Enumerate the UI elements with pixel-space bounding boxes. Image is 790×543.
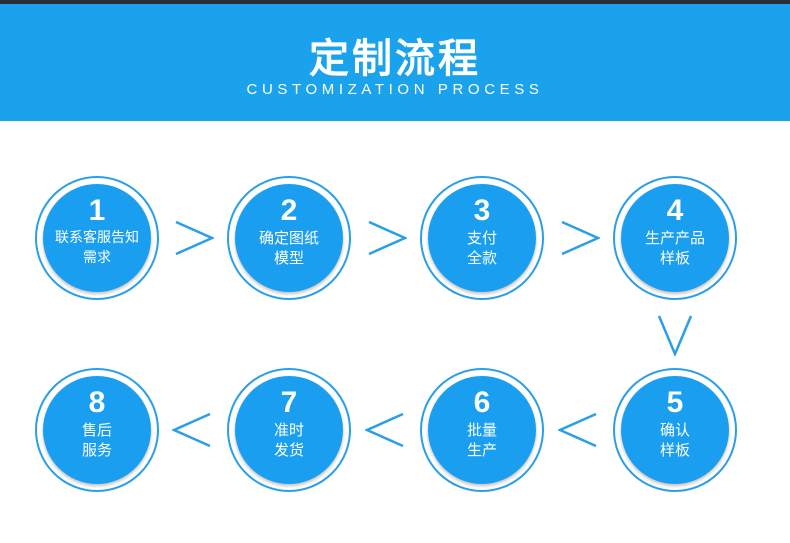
step-5-label: 确认 样板 bbox=[659, 421, 690, 459]
step-1-circle: 1 联系客服告知 需求 bbox=[43, 184, 151, 292]
page-title: 定制流程 bbox=[309, 36, 481, 82]
step-3: 3 支付 全款 bbox=[420, 176, 544, 300]
step-6-label: 批量 生产 bbox=[466, 421, 497, 459]
arrow-right-icon bbox=[174, 218, 214, 258]
step-7: 7 准时 发货 bbox=[227, 368, 351, 492]
header-banner: 定制流程 CUSTOMIZATION PROCESS bbox=[0, 4, 790, 121]
step-3-number: 3 bbox=[473, 194, 491, 227]
arrow-left-icon bbox=[558, 410, 598, 450]
step-3-circle: 3 支付 全款 bbox=[428, 184, 536, 292]
step-5-circle: 5 确认 样板 bbox=[621, 376, 729, 484]
step-7-label: 准时 发货 bbox=[273, 421, 304, 459]
step-4: 4 生产产品 样板 bbox=[613, 176, 737, 300]
step-7-circle: 7 准时 发货 bbox=[235, 376, 343, 484]
arrow-left-icon bbox=[365, 410, 405, 450]
arrow-left-icon bbox=[172, 410, 212, 450]
step-4-number: 4 bbox=[666, 194, 684, 227]
top-bar bbox=[0, 0, 790, 4]
step-8-number: 8 bbox=[88, 386, 106, 419]
step-2-circle: 2 确定图纸 模型 bbox=[235, 184, 343, 292]
step-3-label: 支付 全款 bbox=[466, 229, 497, 267]
arrow-down-icon bbox=[655, 314, 695, 356]
step-1: 1 联系客服告知 需求 bbox=[35, 176, 159, 300]
arrow-right-icon bbox=[560, 218, 600, 258]
step-7-number: 7 bbox=[280, 386, 298, 419]
step-8-label: 售后 服务 bbox=[81, 421, 112, 459]
step-4-circle: 4 生产产品 样板 bbox=[621, 184, 729, 292]
step-8-circle: 8 售后 服务 bbox=[43, 376, 151, 484]
step-6-number: 6 bbox=[473, 386, 491, 419]
step-1-label: 联系客服告知 需求 bbox=[55, 230, 139, 266]
step-4-label: 生产产品 样板 bbox=[644, 229, 705, 267]
step-2-label: 确定图纸 模型 bbox=[258, 229, 319, 267]
step-6-circle: 6 批量 生产 bbox=[428, 376, 536, 484]
page-subtitle: CUSTOMIZATION PROCESS bbox=[246, 81, 544, 98]
arrow-right-icon bbox=[367, 218, 407, 258]
step-1-number: 1 bbox=[88, 194, 106, 227]
step-8: 8 售后 服务 bbox=[35, 368, 159, 492]
step-2-number: 2 bbox=[280, 194, 298, 227]
step-5-number: 5 bbox=[666, 386, 684, 419]
step-5: 5 确认 样板 bbox=[613, 368, 737, 492]
step-6: 6 批量 生产 bbox=[420, 368, 544, 492]
step-2: 2 确定图纸 模型 bbox=[227, 176, 351, 300]
